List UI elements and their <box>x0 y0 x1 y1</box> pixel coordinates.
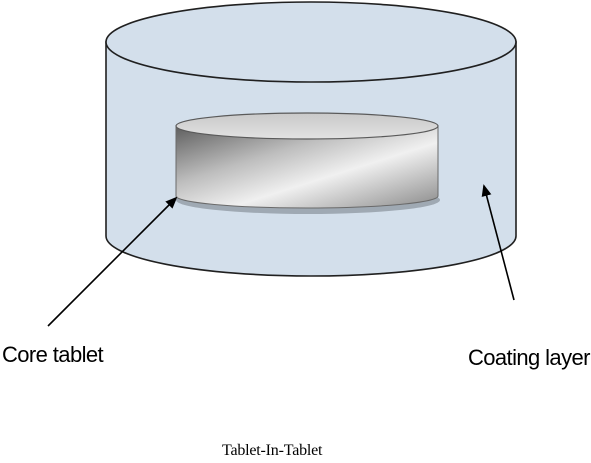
outer-cylinder-top <box>105 1 517 83</box>
coating-layer-label: Coating layer <box>468 345 590 370</box>
coating-layer-arrow <box>481 184 515 301</box>
core-tablet-side <box>175 125 439 209</box>
core-tablet <box>175 112 440 214</box>
core-tablet-top <box>175 112 439 140</box>
diagram-caption: Tablet-In-Tablet <box>222 442 323 459</box>
core-tablet-label: Core tablet <box>2 342 104 367</box>
core-tablet-arrow <box>47 196 178 327</box>
